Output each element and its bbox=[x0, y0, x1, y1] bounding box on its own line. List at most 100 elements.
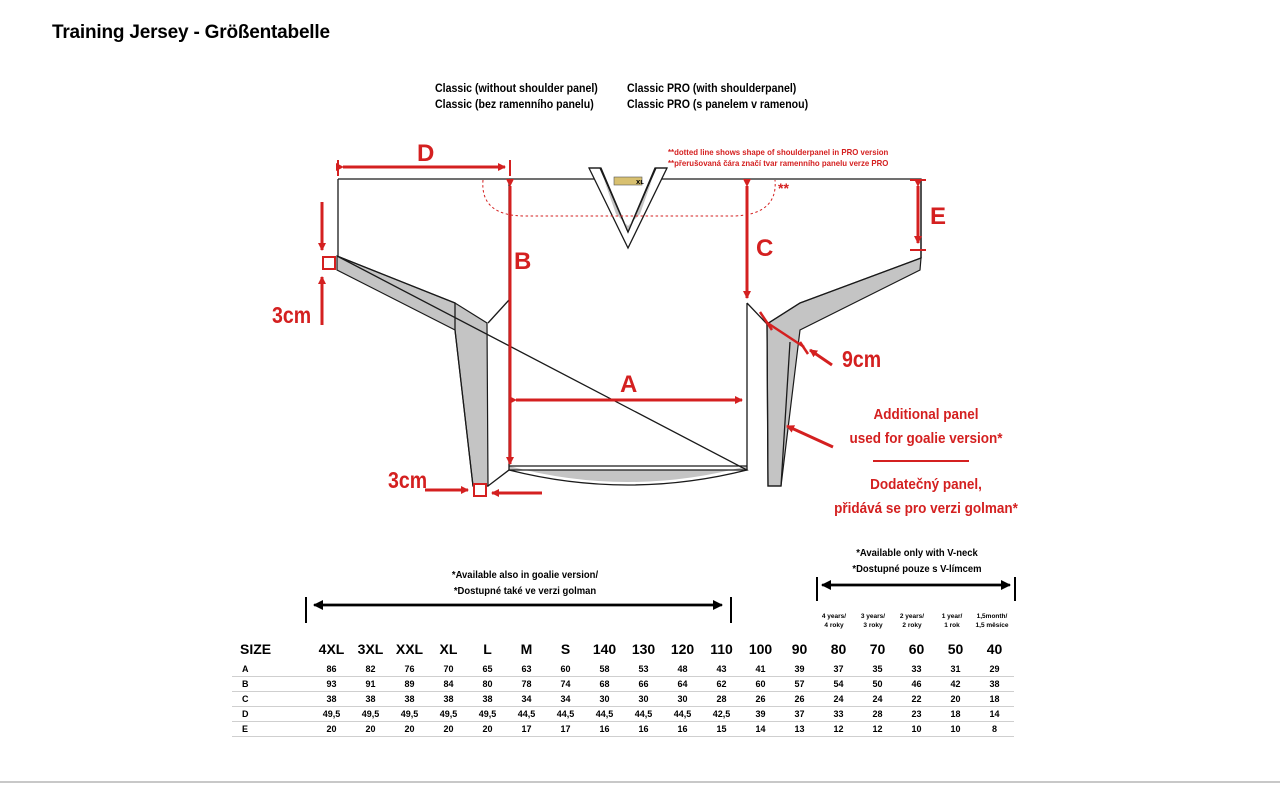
table-cell: 82 bbox=[351, 662, 390, 677]
variant-classic-en: Classic (without shoulder panel) bbox=[435, 83, 598, 95]
variant-pro-en: Classic PRO (with shoulderpanel) bbox=[627, 83, 797, 95]
goalie-availability-note: *Available also in goalie version/ *Dost… bbox=[431, 567, 620, 599]
age-header-line1: 2 years/ bbox=[899, 613, 925, 620]
size-col: L bbox=[483, 641, 492, 657]
table-cell: 15 bbox=[702, 721, 741, 737]
age-header: 3 years/3 roky bbox=[853, 612, 893, 630]
size-col: 120 bbox=[670, 641, 695, 657]
table-cell: 53 bbox=[624, 662, 663, 677]
size-col: XXL bbox=[395, 641, 424, 657]
table-cell: 14 bbox=[975, 706, 1014, 722]
page-title: Training Jersey - Größentabelle bbox=[52, 22, 330, 43]
label-c: C bbox=[756, 235, 774, 262]
table-cell: 29 bbox=[975, 662, 1014, 677]
range-arrows bbox=[305, 577, 1016, 623]
shoulder-panel-dotted bbox=[482, 179, 776, 217]
variant-classic-cz: Classic (bez ramenního panelu) bbox=[435, 99, 594, 111]
table-cell: 86 bbox=[312, 662, 351, 677]
label-3cm-cuff: 3cm bbox=[388, 467, 428, 493]
table-cell: 54 bbox=[819, 676, 858, 692]
table-cell: 64 bbox=[663, 676, 702, 692]
dotted-line-note: **dotted line shows shape of shoulderpan… bbox=[668, 147, 888, 169]
table-cell: 91 bbox=[351, 676, 390, 692]
size-col: 50 bbox=[947, 641, 964, 657]
goalie-note-cz: *Dostupné také ve verzi golman bbox=[453, 585, 597, 597]
panel-cz-line1: Dodatečný panel, bbox=[870, 476, 982, 493]
table-cell: 89 bbox=[390, 676, 429, 692]
size-tag-label: XL bbox=[636, 180, 644, 186]
table-cell: 20 bbox=[429, 721, 468, 737]
table-cell: 12 bbox=[819, 721, 858, 737]
dotted-note-cz: **přerušovaná čára značí tvar ramenního … bbox=[668, 158, 889, 168]
dotted-stars: ** bbox=[778, 180, 789, 196]
age-header-line2: 2 roky bbox=[902, 622, 922, 629]
table-cell: 16 bbox=[663, 721, 702, 737]
table-cell: 80 bbox=[468, 676, 507, 692]
size-col: 110 bbox=[710, 641, 733, 657]
table-cell: 20 bbox=[936, 691, 975, 707]
panel-cz-line2: přidává se pro verzi golman* bbox=[834, 500, 1018, 517]
age-header: 1,5month/1,5 měsíce bbox=[972, 612, 1012, 630]
vneck-note-cz: *Dostupné pouze s V-límcem bbox=[852, 563, 982, 575]
table-cell: 38 bbox=[312, 691, 351, 707]
size-col: 100 bbox=[748, 641, 773, 657]
size-header-label: SIZE bbox=[240, 641, 272, 657]
age-header: 4 years/4 roky bbox=[814, 612, 854, 630]
table-cell: 20 bbox=[351, 721, 390, 737]
table-cell: 49,5 bbox=[429, 706, 468, 722]
table-cell: 37 bbox=[819, 662, 858, 677]
variant-pro-cz: Classic PRO (s panelem v ramenou) bbox=[627, 99, 809, 111]
table-cell: 38 bbox=[429, 691, 468, 707]
table-cell: 18 bbox=[975, 691, 1014, 707]
table-cell: 28 bbox=[858, 706, 897, 722]
age-header-line1: 4 years/ bbox=[821, 613, 847, 620]
table-cell: 38 bbox=[351, 691, 390, 707]
table-cell: 49,5 bbox=[468, 706, 507, 722]
table-cell: 42,5 bbox=[702, 706, 741, 722]
table-cell: 58 bbox=[585, 662, 624, 677]
table-cell: 22 bbox=[897, 691, 936, 707]
size-col: 40 bbox=[986, 641, 1003, 657]
table-cell: 50 bbox=[858, 676, 897, 692]
table-cell: 35 bbox=[858, 662, 897, 677]
table-cell: 74 bbox=[546, 676, 585, 692]
table-cell: 38 bbox=[390, 691, 429, 707]
label-d: D bbox=[417, 140, 435, 167]
table-cell: 84 bbox=[429, 676, 468, 692]
table-cell: 30 bbox=[663, 691, 702, 707]
age-header-line2: 3 roky bbox=[863, 622, 883, 629]
table-cell: 49,5 bbox=[312, 706, 351, 722]
table-cell: 12 bbox=[858, 721, 897, 737]
table-cell: 33 bbox=[897, 662, 936, 677]
table-cell: 93 bbox=[312, 676, 351, 692]
dotted-note-en: **dotted line shows shape of shoulderpan… bbox=[668, 147, 889, 157]
age-header-line2: 1,5 měsíce bbox=[975, 622, 1009, 629]
table-cell: 70 bbox=[429, 662, 468, 677]
size-col: 140 bbox=[592, 641, 617, 657]
row-label: B bbox=[232, 676, 312, 692]
table-cell: 10 bbox=[936, 721, 975, 737]
age-header-line2: 4 roky bbox=[824, 622, 844, 629]
table-cell: 30 bbox=[585, 691, 624, 707]
age-header-line1: 3 years/ bbox=[860, 613, 886, 620]
vneck-availability-note: *Available only with V-neck *Dostupné po… bbox=[832, 545, 1003, 577]
variant-pro: Classic PRO (with shoulderpanel) Classic… bbox=[627, 81, 808, 113]
table-cell: 63 bbox=[507, 662, 546, 677]
table-cell: 24 bbox=[819, 691, 858, 707]
table-cell: 17 bbox=[507, 721, 546, 737]
table-cell: 20 bbox=[312, 721, 351, 737]
label-9cm: 9cm bbox=[842, 346, 882, 372]
bottom-divider bbox=[0, 781, 1280, 783]
table-cell: 39 bbox=[780, 662, 819, 677]
row-label: E bbox=[232, 721, 312, 737]
size-header-row: SIZE 4XL 3XL XXL XL L M S 140 130 120 11… bbox=[232, 636, 1014, 662]
size-col: 70 bbox=[869, 641, 886, 657]
age-header-line2: 1 rok bbox=[944, 622, 960, 629]
vneck-note-en: *Available only with V-neck bbox=[856, 547, 978, 559]
table-cell: 14 bbox=[741, 721, 780, 737]
table-cell: 16 bbox=[624, 721, 663, 737]
